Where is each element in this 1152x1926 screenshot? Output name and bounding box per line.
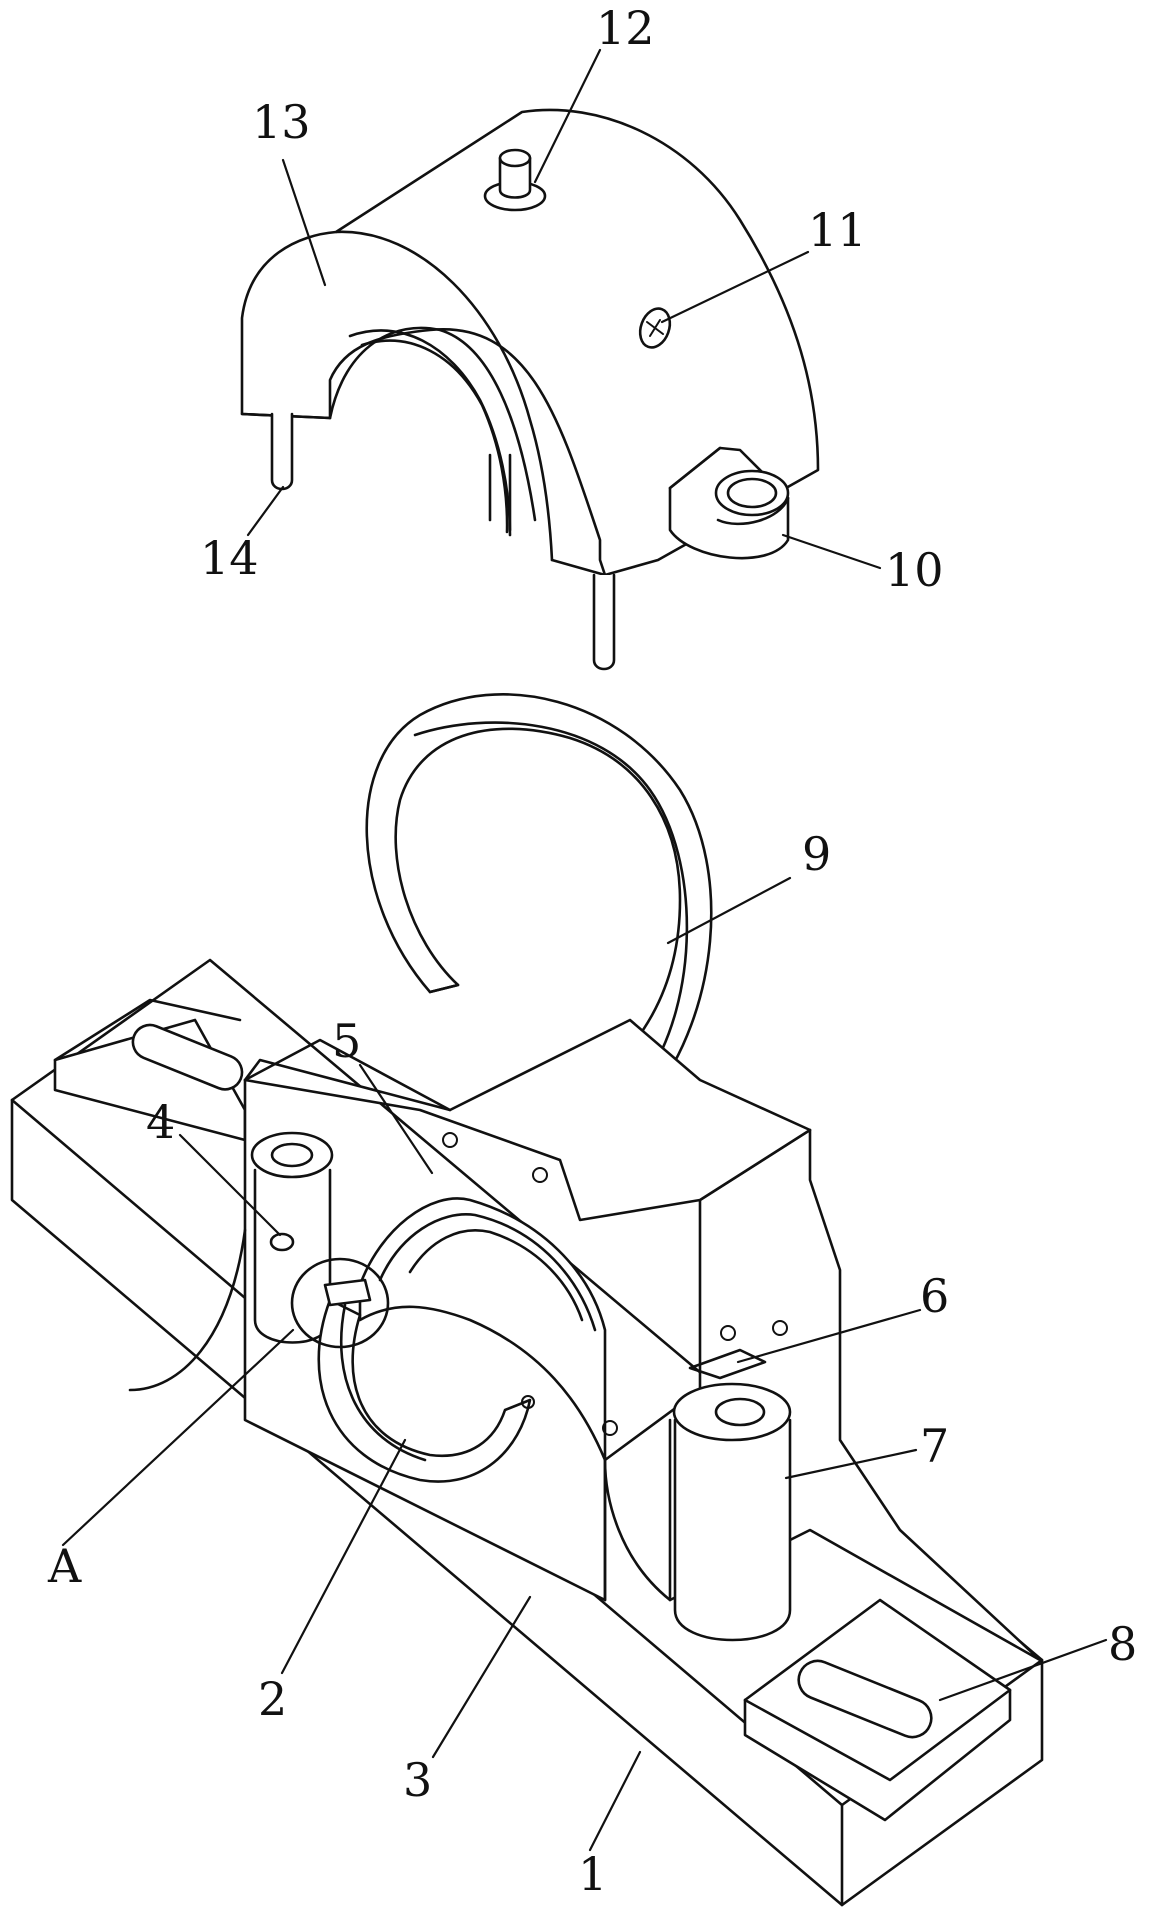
oil-hole — [271, 1234, 293, 1250]
label-5: 5 — [332, 1014, 361, 1068]
label-14: 14 — [200, 531, 259, 585]
dowel-pin-bottom — [594, 575, 614, 669]
label-6: 6 — [920, 1269, 949, 1323]
bolt-boss-right — [674, 1384, 790, 1640]
label-9: 9 — [802, 827, 831, 881]
label-7: 7 — [920, 1419, 949, 1473]
dowel-pin-left — [272, 414, 292, 489]
label-3: 3 — [403, 1753, 432, 1807]
label-A: A — [47, 1539, 82, 1593]
label-13: 13 — [252, 95, 311, 149]
label-1: 1 — [578, 1847, 607, 1901]
label-2: 2 — [258, 1672, 287, 1726]
label-4: 4 — [146, 1095, 175, 1149]
label-10: 10 — [885, 543, 944, 597]
label-12: 12 — [596, 1, 655, 55]
label-8: 8 — [1108, 1617, 1137, 1671]
label-11: 11 — [808, 203, 867, 257]
